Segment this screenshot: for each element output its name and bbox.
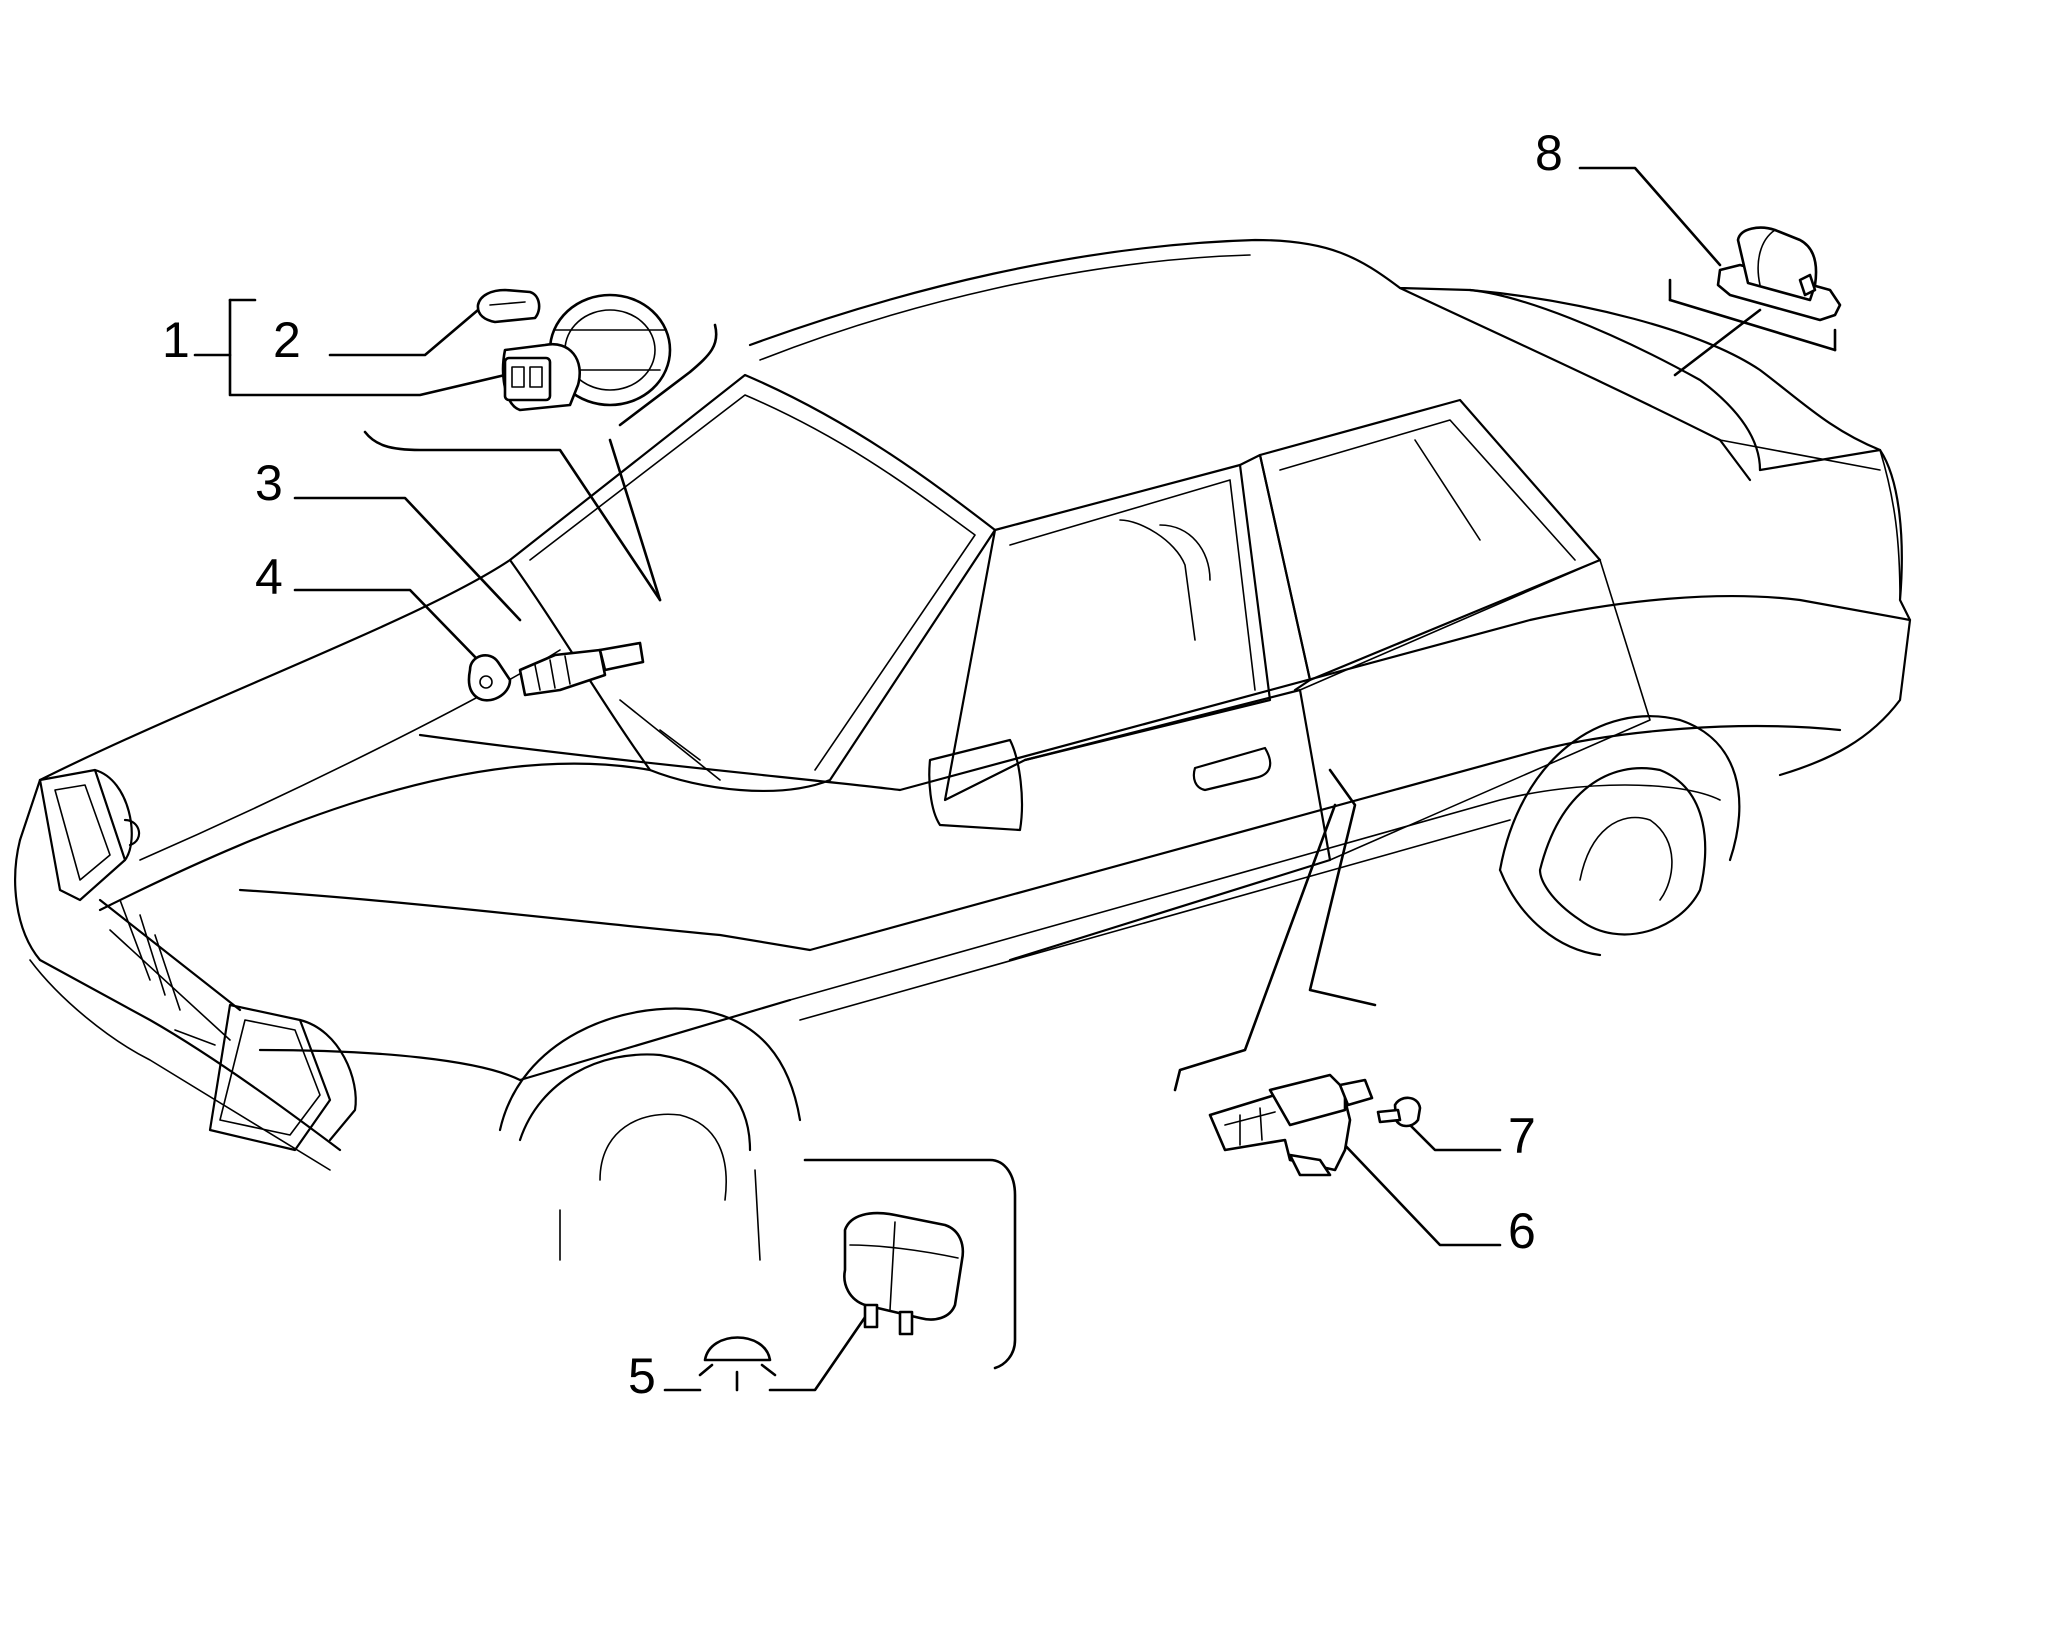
door-switch-part-6 <box>1208 1073 1374 1177</box>
callout-5: 5 <box>628 1348 656 1404</box>
bulb-part-2 <box>476 288 541 324</box>
callout-6: 6 <box>1508 1203 1536 1259</box>
callout-4: 4 <box>255 549 283 605</box>
callout-7: 7 <box>1508 1108 1536 1164</box>
callout-3: 3 <box>255 455 283 511</box>
screw-part-7 <box>1376 1096 1422 1128</box>
callout-2: 2 <box>273 312 301 368</box>
terminal-part-4 <box>467 654 512 702</box>
lamp-assembly-part-1 <box>501 293 672 412</box>
callout-8: 8 <box>1535 125 1563 181</box>
callout-labels: 1 2 3 4 5 6 7 8 <box>162 125 1563 1404</box>
car-body-drawing <box>14 238 1912 1261</box>
callout-1: 1 <box>162 312 190 368</box>
interior-light-icon <box>698 1336 777 1392</box>
plate-lamp-part-8 <box>1716 226 1842 322</box>
switch-part-3 <box>518 641 645 697</box>
relay-part-5 <box>843 1211 965 1336</box>
leader-lines <box>193 166 1837 1392</box>
